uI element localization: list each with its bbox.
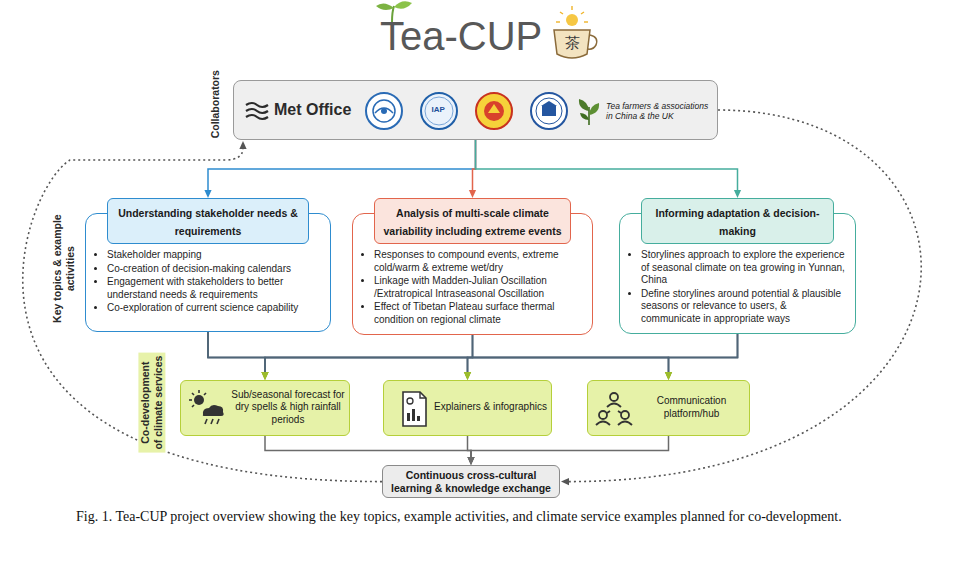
arrow-head [665,372,672,380]
cup-icon [554,6,597,58]
bullet-item: Storylines approach to explore the exper… [641,249,846,287]
tea-leaf-icon [576,95,602,127]
connector [476,140,742,198]
connector [467,436,668,465]
logo-text: IAP [432,106,445,115]
connector-line [265,335,473,374]
service-label: Communication platform/hub [638,395,745,420]
arrow-head [464,372,471,380]
bullet-item: Stakeholder mapping [107,249,321,262]
service-label: Sub/seasonal forecast for dry spells & h… [231,389,345,427]
connector-line [23,148,382,482]
topic-box: Informing adaptation & decision-makingSt… [619,198,856,334]
caption: Fig. 1. Tea-CUP project overview showing… [76,508,896,526]
topic-heading: Informing adaptation & decision-making [656,207,820,237]
title: Tea-CUP [380,16,542,56]
connector-line [208,332,265,374]
institution-logo [364,91,404,131]
connector-line [669,334,738,374]
connector [208,332,672,380]
met-office-icon [244,100,270,122]
topic-heading: Understanding stakeholder needs & requir… [118,207,298,237]
connector [665,334,738,380]
forecast-icon [187,389,227,429]
connector-line [468,334,738,374]
infographic-icon [394,389,434,429]
arrow-head [204,190,211,198]
loop-label: Continuous cross-cultural learning & kno… [389,469,553,494]
arrow-head [464,372,471,380]
logo-text: 茶 [565,35,580,52]
bullet-item: Linkage with Madden-Julian Oscillation /… [374,275,583,300]
institution-logo [474,91,514,131]
connector-line [265,436,471,459]
side-label: Collaborators [208,79,223,141]
arrow-head [734,190,741,198]
arrow-head [261,372,268,380]
arrow-head [467,457,474,465]
topic-heading-tab: Analysis of multi-scale climate variabil… [374,198,571,244]
connector [561,110,921,485]
connector [261,334,737,380]
bullet-list: Stakeholder mappingCo-creation of decisi… [91,249,321,316]
logo-name: Met Office [274,101,351,119]
topic-box: Analysis of multi-scale climate variabil… [352,198,593,335]
topic-box: Understanding stakeholder needs & requir… [85,198,331,332]
connector-line [265,334,738,374]
bullet-list: Storylines approach to explore the exper… [625,249,846,326]
connector [464,334,738,380]
side-label: Key topics & example activities [50,198,77,338]
arrow-head [467,457,474,465]
institution-logo [529,91,569,131]
loop-box: Continuous cross-cultural learning & kno… [382,465,560,498]
bullet-list: Responses to compound events, extreme co… [358,249,583,327]
bullet-item: Define storylines around potential & pla… [641,288,846,326]
network-icon [594,389,634,429]
connector [204,140,475,198]
arrow-head [561,478,569,485]
topic-heading-tab: Informing adaptation & decision-making [641,198,834,244]
connector-line [471,436,669,459]
side-label: Co-development of climate services [138,352,165,452]
arrow-head [261,372,268,380]
arrow-head [239,141,246,149]
connector-line [208,332,468,374]
bullet-item: Effect of Tibetan Plateau surface therma… [374,301,583,326]
connector [265,436,475,465]
connector [208,332,269,380]
bullet-item: Engagement with stakeholders to better u… [107,276,321,301]
service-box: Communication platform/hub [587,380,750,436]
connector-line [208,332,669,374]
arrow-head [469,190,476,198]
topic-heading: Analysis of multi-scale climate variabil… [384,207,562,237]
partner-note: Tea farmers & associations in China & th… [606,101,712,121]
arrow-head [665,372,672,380]
bullet-item: Responses to compound events, extreme co… [374,249,583,274]
service-label: Explainers & infographics [434,401,547,414]
connector [208,332,471,380]
connector-line [473,335,669,374]
bullet-item: Co-exploration of current science capabi… [107,302,321,315]
bullet-item: Co-creation of decision-making calendars [107,263,321,276]
collaborators-box: Met Office Tea farmers & associations in … [233,80,718,140]
connector-line [476,140,738,192]
arrow-head [261,372,268,380]
connector [23,141,382,482]
arrow-head [467,457,474,465]
arrow-head [464,372,471,380]
connector-line [208,140,476,192]
connector-line [569,110,921,482]
topic-heading-tab: Understanding stakeholder needs & requir… [107,198,309,244]
service-box: Sub/seasonal forecast for dry spells & h… [180,380,350,436]
service-box: Explainers & infographics [383,380,552,436]
arrow-head [665,372,672,380]
